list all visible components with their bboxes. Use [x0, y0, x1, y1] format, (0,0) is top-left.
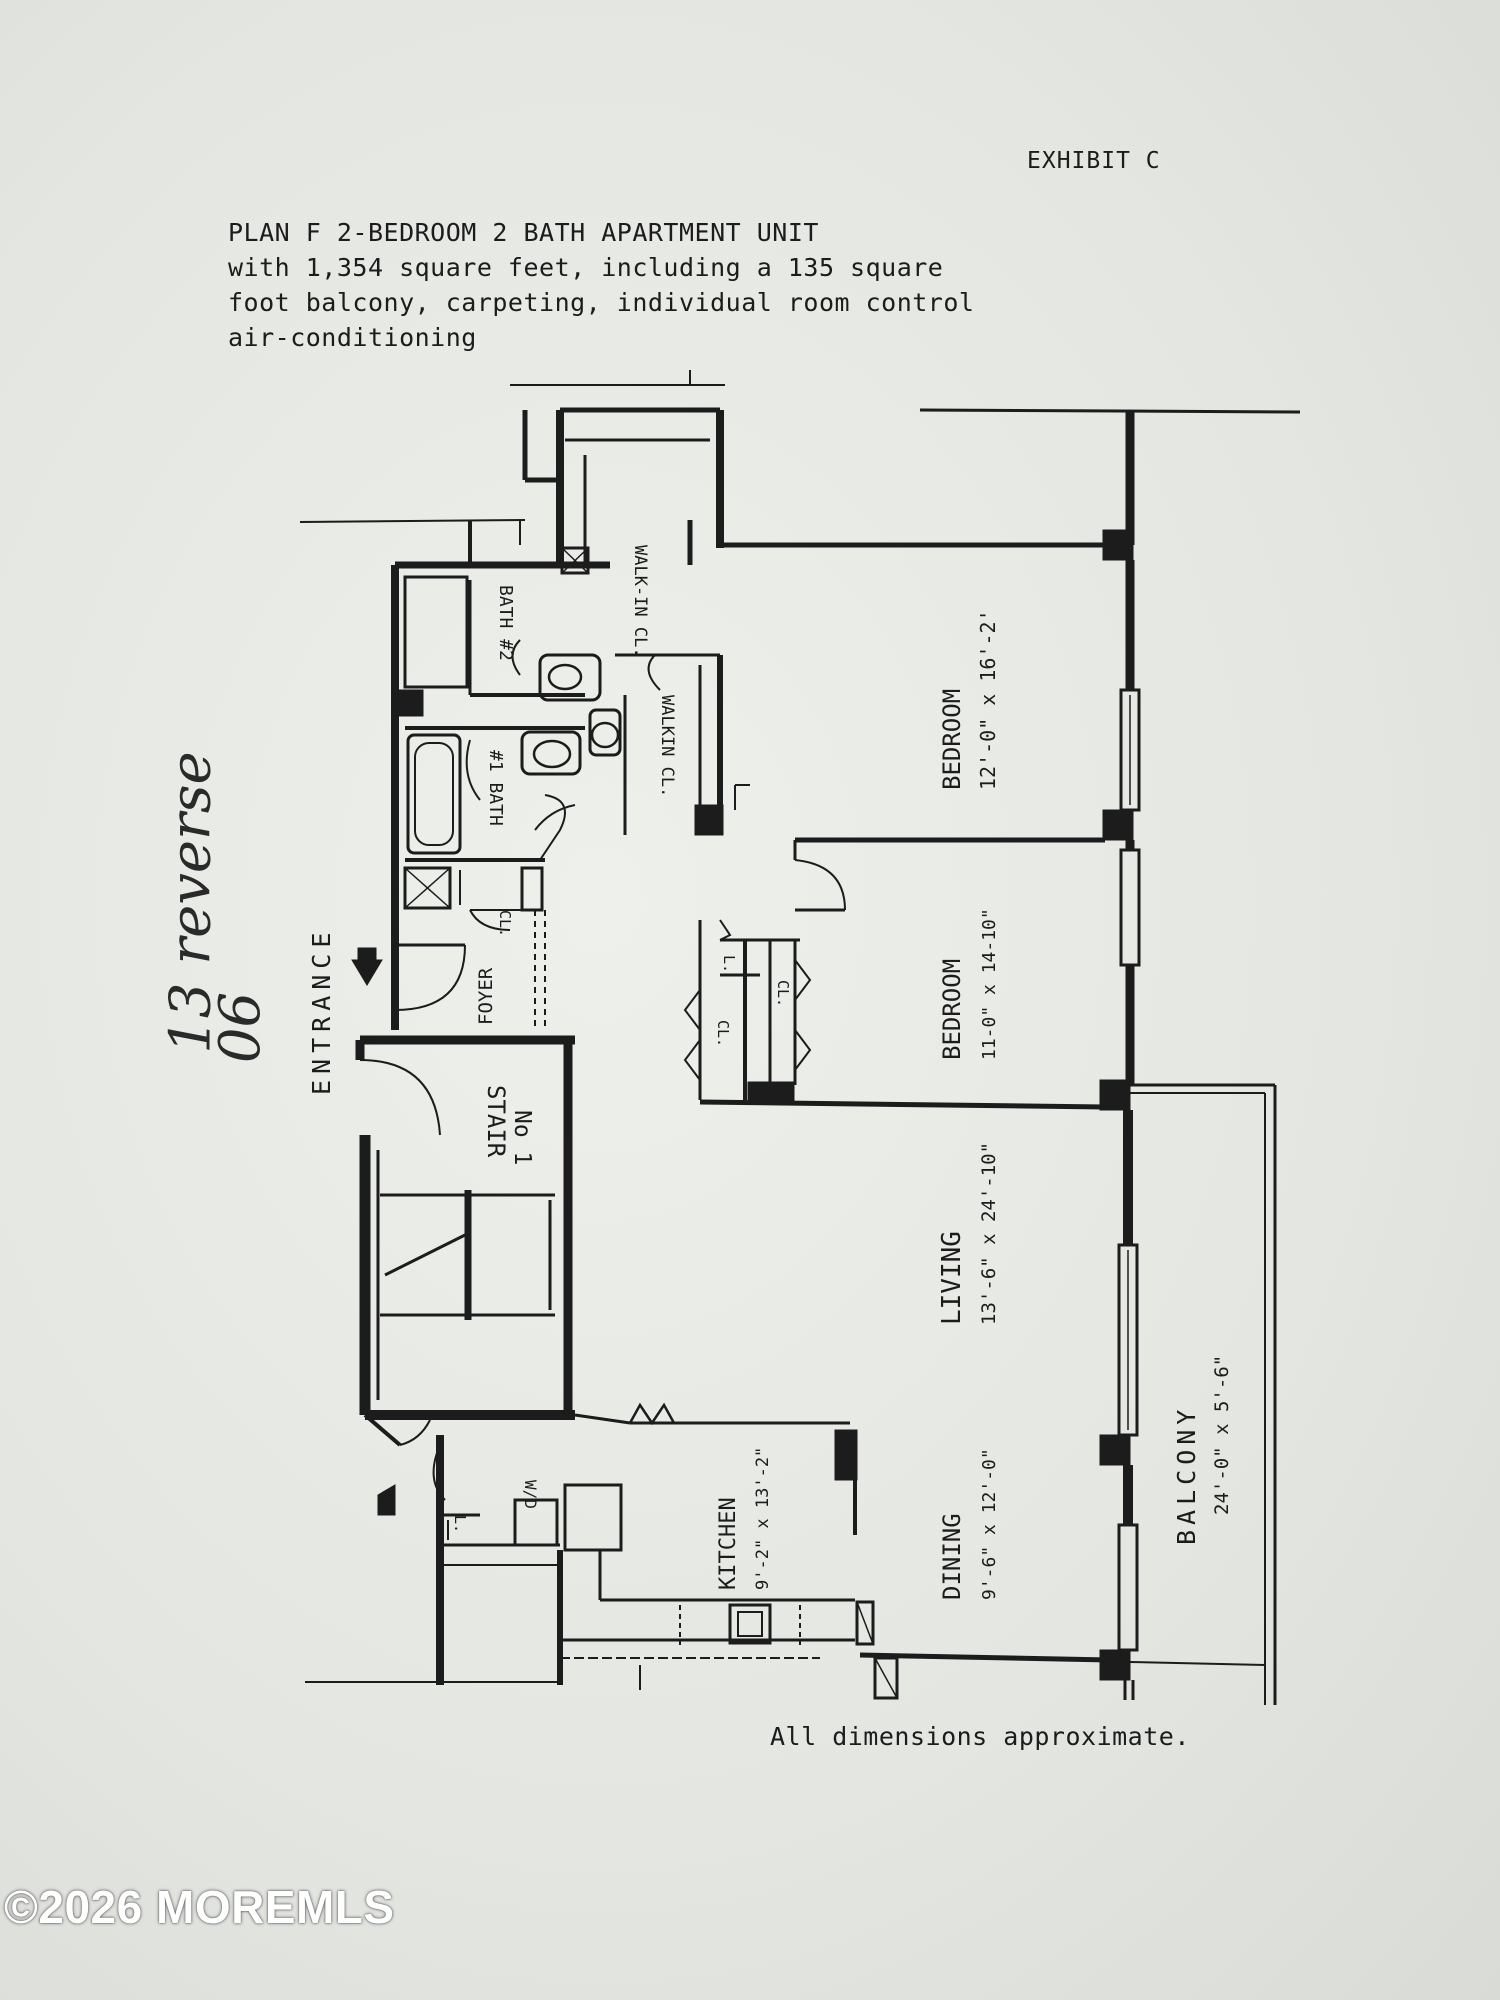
walk-in-closet-mid-label: WALKIN CL.	[657, 695, 677, 797]
dining-dimensions: 9'-6" x 12'-0"	[979, 1448, 1000, 1600]
kitchen-name: KITCHEN	[716, 1497, 741, 1590]
stair-number-label: No 1	[509, 1110, 535, 1165]
linen-closet-label: L.	[720, 955, 738, 973]
living-name: LIVING	[937, 1231, 967, 1325]
foyer-label: FOYER	[475, 967, 497, 1025]
room-labels: WALK-IN CL. BATH #2 WALKIN CL. #1 BATH B…	[307, 545, 1233, 1600]
kitchen-dimensions: 9'-2" x 13'-2"	[753, 1447, 773, 1590]
living-dimensions: 13'-6" x 24'-10"	[978, 1142, 1000, 1325]
entrance-label: ENTRANCE	[307, 927, 336, 1095]
watermark: ©2026 MOREMLS	[4, 1881, 395, 1933]
bedroom-2-name: BEDROOM	[938, 959, 966, 1060]
dining-name: DINING	[938, 1513, 966, 1600]
plan-description-line-2: with 1,354 square feet, including a 135 …	[228, 253, 944, 282]
closet-left-label: CL.	[714, 1020, 732, 1047]
plan-walls	[299, 370, 1301, 1705]
exhibit-label: EXHIBIT C	[1027, 148, 1161, 174]
plan-description-line-4: air-conditioning	[228, 323, 477, 352]
walk-in-closet-top-label: WALK-IN CL.	[630, 545, 650, 658]
bedroom-2-dimensions: 11-0" x 14-10"	[979, 908, 1000, 1060]
balcony-name: BALCONY	[1172, 1405, 1201, 1545]
plan-description-line-3: foot balcony, carpeting, individual room…	[228, 288, 975, 317]
kitchen-linen-label: L.	[451, 1515, 469, 1533]
foyer-closet-label: CL.	[496, 910, 514, 937]
bath-2-label: BATH #2	[495, 585, 516, 661]
plan-description-line-1: PLAN F 2-BEDROOM 2 BATH APARTMENT UNIT	[228, 218, 819, 247]
bedroom-1-dimensions: 12'-0" x 16'-2'	[976, 609, 1000, 790]
bath-1-label: #1 BATH	[485, 750, 506, 826]
stair-label: STAIR	[482, 1085, 510, 1158]
footnote: All dimensions approximate.	[770, 1722, 1190, 1751]
washer-dryer-label: W/D	[521, 1480, 540, 1509]
bedroom-1-name: BEDROOM	[938, 689, 966, 790]
balcony-dimensions: 24'-0" x 5'-6"	[1211, 1355, 1233, 1515]
plan-description: PLAN F 2-BEDROOM 2 BATH APARTMENT UNIT w…	[228, 215, 974, 355]
closet-right-label: CL.	[774, 980, 792, 1007]
